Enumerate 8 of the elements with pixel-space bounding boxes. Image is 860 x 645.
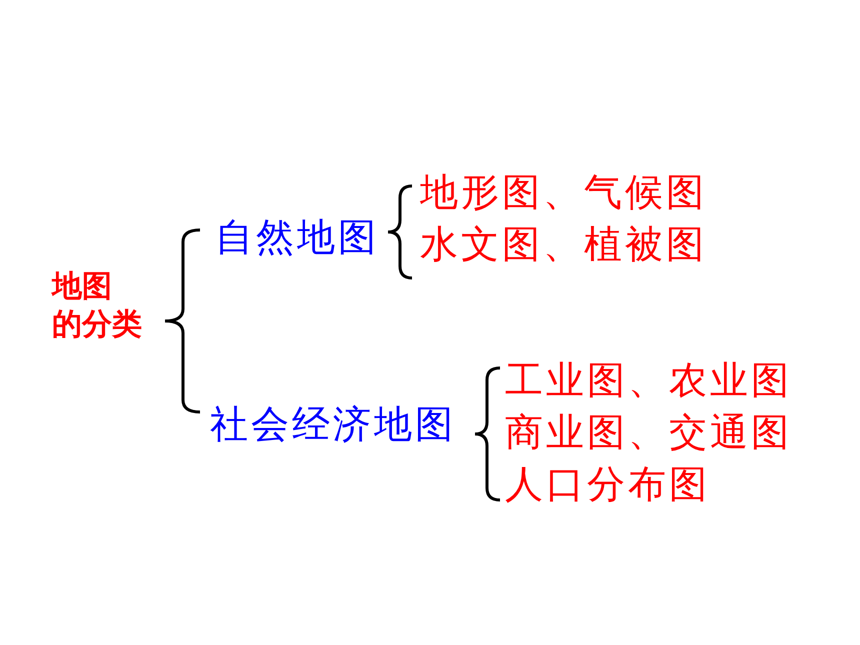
heading: 地图的分类 <box>52 268 143 343</box>
category-label: 社会经济地图 <box>210 401 456 448</box>
list-item: 人口分布图 <box>505 461 710 508</box>
list-item: 商业图、交通图 <box>505 409 792 456</box>
list-item: 水文图、植被图 <box>420 221 707 268</box>
list-item: 工业图、农业图 <box>505 357 792 404</box>
category-label: 自然地图 <box>215 214 379 261</box>
list-item: 地形图、气候图 <box>420 169 707 216</box>
